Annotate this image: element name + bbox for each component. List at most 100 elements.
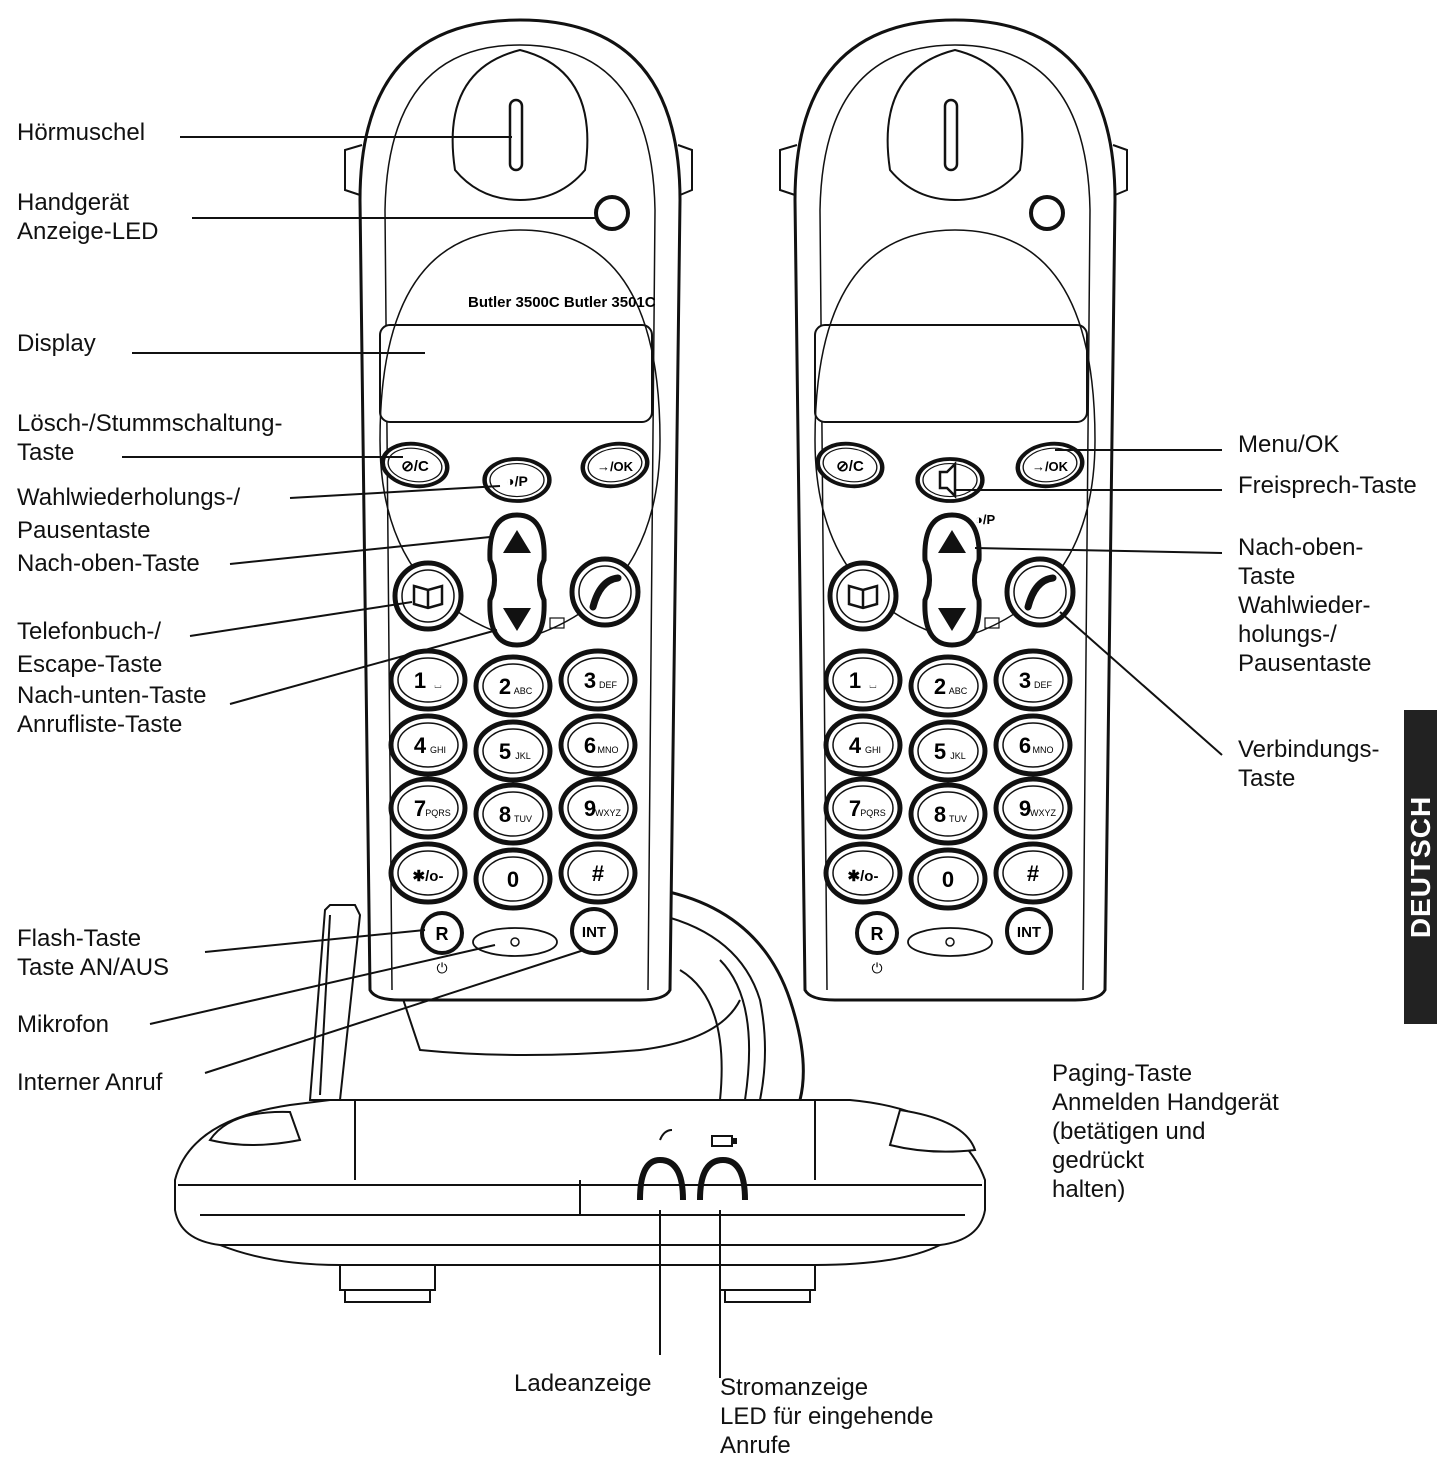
key-digit: 7 — [849, 796, 861, 821]
key-digit: ✱/o- — [413, 868, 444, 885]
key-digit: # — [1027, 861, 1039, 886]
down-arrow-icon — [503, 608, 531, 631]
down-arrow-icon-r — [938, 608, 966, 631]
key-digit: # — [592, 861, 604, 886]
key-12: # — [993, 841, 1073, 905]
key-letters: ⌴ — [869, 680, 876, 690]
key-11: 0 — [473, 847, 553, 911]
label-ladeanzeige: Ladeanzeige — [514, 1370, 652, 1397]
call-handset-icon-r — [1024, 574, 1057, 611]
label-mikrofon: Mikrofon — [17, 1011, 110, 1038]
label-loesch: Lösch-/Stummschaltung-Taste — [17, 410, 283, 466]
key-letters: ABC — [514, 686, 533, 696]
key-letters: MNO — [598, 745, 619, 755]
int-key-label-r: INT — [1017, 924, 1041, 941]
key-1: 1⌴ — [388, 648, 468, 712]
key-digit: 6 — [584, 733, 596, 758]
key-letters: ABC — [949, 686, 968, 696]
key-letters: WXYZ — [1030, 808, 1057, 818]
key-letters: WXYZ — [595, 808, 622, 818]
key-letters: JKL — [950, 751, 966, 761]
label-telefonbuch: Telefonbuch-/Escape-Taste — [17, 618, 163, 678]
key-12: # — [558, 841, 638, 905]
key-digit: 0 — [942, 867, 954, 892]
key-letters: PQRS — [425, 808, 451, 818]
key-5: 5 JKL — [908, 719, 988, 783]
phonebook-icon — [412, 584, 444, 610]
softkey-left-label: ⊘/C — [401, 458, 429, 475]
key-digit: 5 — [934, 739, 946, 764]
key-letters: DEF — [1034, 680, 1053, 690]
language-tab-label: DEUTSCH — [1404, 795, 1436, 939]
key-digit: 4 — [414, 733, 427, 758]
label-hoermuschel: Hörmuschel — [17, 119, 146, 146]
envelope-icon-r — [984, 617, 1000, 629]
softkey-right-label: →/OK — [597, 459, 634, 474]
r-key-label-r: R — [871, 924, 884, 944]
label-verbindung: Verbindungs-Taste — [1238, 736, 1380, 792]
key-digit: 9 — [1019, 796, 1031, 821]
key-digit: 7 — [414, 796, 426, 821]
key-letters: TUV — [514, 814, 532, 824]
key-digit: 5 — [499, 739, 511, 764]
key-digit: 6 — [1019, 733, 1031, 758]
softkey-left-label-r: ⊘/C — [836, 458, 864, 475]
key-digit: 2 — [499, 674, 511, 699]
key-digit: 1 — [414, 668, 426, 693]
key-digit: ✱/o- — [848, 868, 879, 885]
key-digit: 2 — [934, 674, 946, 699]
key-digit: 0 — [507, 867, 519, 892]
r-key-label: R — [436, 924, 449, 944]
key-letters: PQRS — [860, 808, 886, 818]
up-arrow-icon — [503, 530, 531, 553]
leader-lines — [122, 136, 1223, 1378]
key-letters: MNO — [1033, 745, 1054, 755]
key-10: ✱/o- — [388, 841, 468, 905]
key-digit: 9 — [584, 796, 596, 821]
key-5: 5 JKL — [473, 719, 553, 783]
envelope-icon — [549, 617, 565, 629]
key-11: 0 — [908, 847, 988, 911]
key-1: 1⌴ — [823, 648, 903, 712]
label-wahlwiederholung: Wahlwiederholungs-/Pausentaste — [17, 484, 241, 544]
phonebook-icon-r — [847, 584, 879, 610]
speaker-icon — [938, 460, 957, 500]
label-freisprech: Freisprech-Taste — [1238, 472, 1417, 499]
key-letters: TUV — [949, 814, 967, 824]
svg-text:⏻: ⏻ — [871, 960, 882, 976]
label-nach-oben: Nach-oben-Taste — [17, 550, 200, 577]
key-digit: 4 — [849, 733, 862, 758]
key-letters: GHI — [430, 745, 446, 755]
key-digit: 8 — [934, 802, 946, 827]
up-arrow-icon-r — [938, 530, 966, 553]
charging-base — [174, 888, 986, 1303]
language-tab: DEUTSCH — [1404, 710, 1437, 1024]
int-key-label: INT — [582, 924, 606, 941]
redial-small-label: ◑/P — [975, 512, 995, 527]
softkey-middle-label: ◑/P — [506, 473, 528, 489]
key-10: ✱/o- — [823, 841, 903, 905]
key-digit: 3 — [584, 668, 596, 693]
key-letters: JKL — [515, 751, 531, 761]
